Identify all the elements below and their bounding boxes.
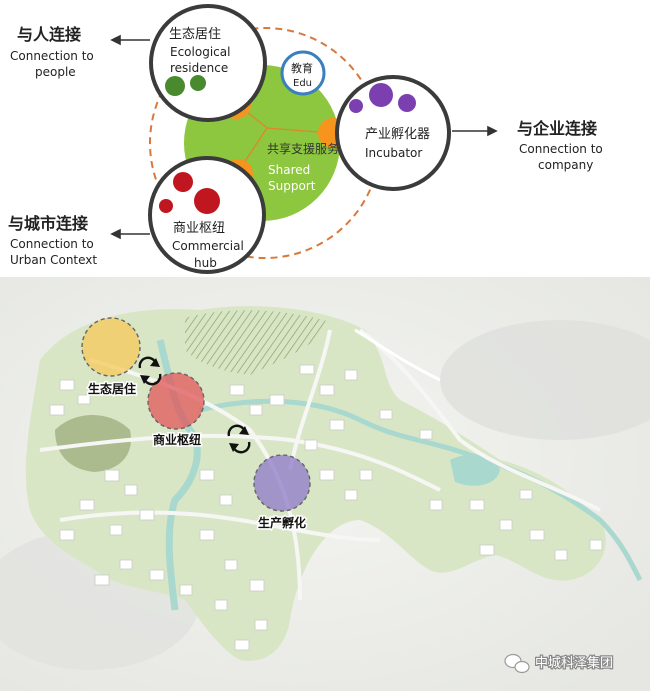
people-label-en1: Connection to — [10, 49, 94, 63]
people-label-en2: people — [35, 65, 76, 79]
urban-label-en1: Connection to — [10, 237, 94, 251]
edu-label-en: Edu — [293, 78, 312, 89]
edu-node: 教育 Edu — [282, 52, 324, 94]
edu-label-zh: 教育 — [291, 61, 313, 75]
shared-label-zh: 共享支援服务 — [267, 141, 339, 156]
zone-commercial-hub — [148, 373, 204, 429]
shared-label-en1: Shared — [268, 163, 310, 177]
hub-dot-2 — [194, 188, 220, 214]
eco-residence-node: 生态居住 Ecological residence — [151, 6, 265, 120]
arrow-people-head — [112, 36, 120, 44]
zone-production-incubation — [254, 455, 310, 511]
incubator-label-zh: 产业孵化器 — [365, 127, 430, 142]
arrow-urban-head — [112, 230, 120, 238]
site-map: 生态居住 商业枢纽 生产孵化 中城科泽集团 — [0, 277, 650, 691]
hub-dot-3 — [159, 199, 173, 213]
eco-dot-1 — [165, 76, 185, 96]
people-label-zh: 与人连接 — [17, 25, 81, 44]
map-label-commercial: 商业枢纽 — [153, 432, 201, 447]
commercial-hub-node: 商业枢纽 Commercial hub — [150, 158, 264, 272]
eco-label-en1: Ecological — [170, 45, 230, 59]
incubator-dot-2 — [398, 94, 416, 112]
map-label-eco: 生态居住 — [88, 381, 136, 396]
incubator-dot-1 — [369, 83, 393, 107]
commercial-label-en1: Commercial — [172, 239, 244, 253]
arrow-company-head — [488, 127, 496, 135]
urban-label-en2: Urban Context — [10, 253, 97, 267]
eco-dot-2 — [190, 75, 206, 91]
concept-diagram: 共享支援服务 Shared Support 生态居住 Ecological re… — [8, 6, 603, 272]
commercial-label-en2: hub — [194, 256, 217, 270]
eco-label-en2: residence — [170, 61, 228, 75]
watermark-text: 中城科泽集团 — [535, 655, 613, 671]
eco-label-zh: 生态居住 — [169, 27, 221, 42]
company-label-zh: 与企业连接 — [517, 119, 597, 138]
urban-label-zh: 与城市连接 — [8, 214, 88, 233]
shared-label-en2: Support — [268, 179, 316, 193]
hub-dot-1 — [173, 172, 193, 192]
zone-eco-residence — [82, 318, 140, 376]
incubator-label-en: Incubator — [365, 146, 422, 160]
incubator-dot-3 — [349, 99, 363, 113]
map-label-production: 生产孵化 — [258, 515, 306, 530]
company-label-en2: company — [538, 158, 593, 172]
commercial-label-zh: 商业枢纽 — [173, 221, 225, 236]
company-label-en1: Connection to — [519, 142, 603, 156]
incubator-node: 产业孵化器 Incubator — [337, 77, 449, 189]
